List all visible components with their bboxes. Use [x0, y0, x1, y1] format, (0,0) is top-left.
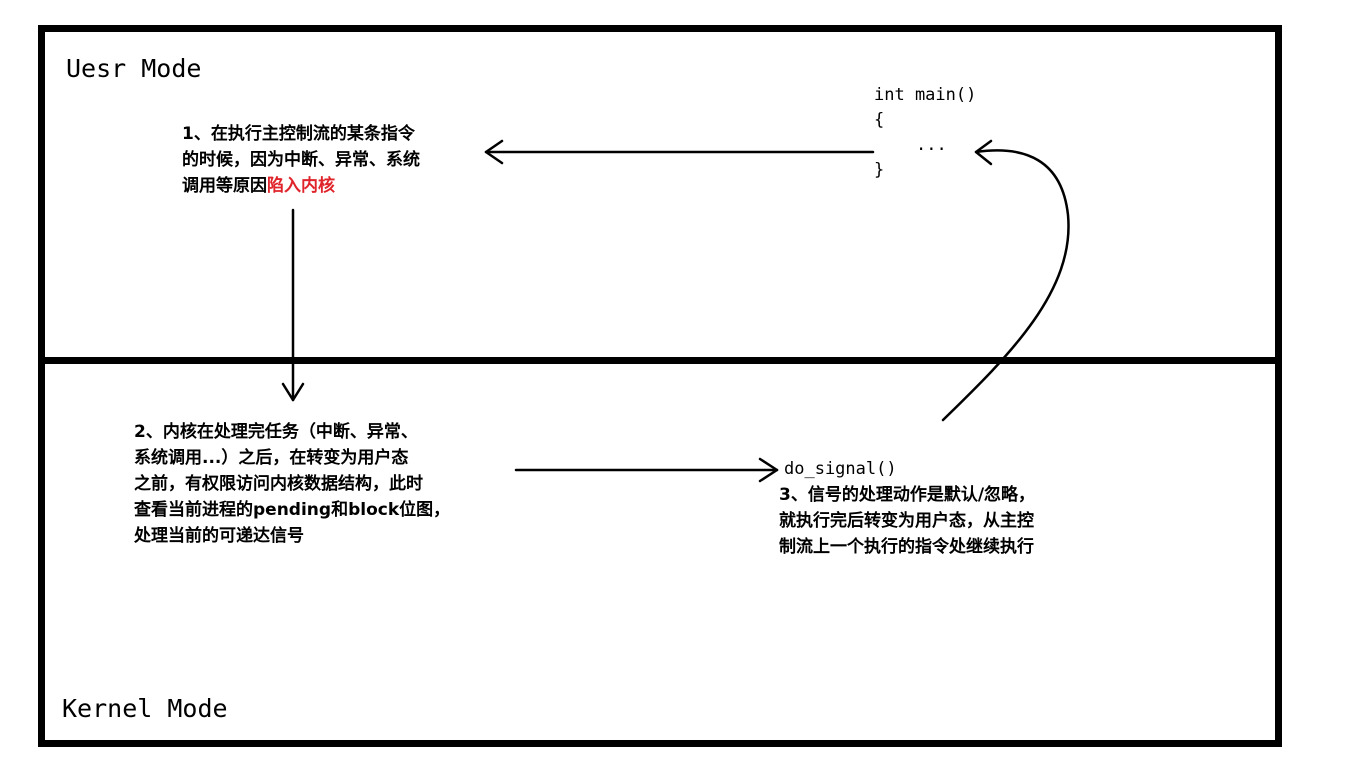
- main-code-block: int main() { ... }: [874, 83, 976, 183]
- code-line-close-brace: }: [874, 160, 885, 180]
- step1-highlight-trap-kernel: 陷入内核: [267, 176, 335, 196]
- arrow-step1-to-step2: [281, 208, 305, 402]
- step3-text: 3、信号的处理动作是默认/忽略， 就执行完后转变为用户态，从主控 制流上一个执行…: [779, 482, 1119, 560]
- step1-line2: 的时候，因为中断、异常、系统: [182, 150, 420, 170]
- mode-divider: [38, 357, 1282, 364]
- step3-line3: 制流上一个执行的指令处继续执行: [779, 537, 1034, 557]
- step2-text: 2、内核在处理完任务（中断、异常、 系统调用...）之后，在转变为用户态 之前，…: [134, 419, 514, 549]
- arrow-do-signal-to-main: [941, 139, 1070, 422]
- step1-line3: 调用等原因陷入内核: [182, 173, 492, 199]
- step2-line2: 系统调用...）之后，在转变为用户态: [134, 448, 409, 468]
- step3-line1: 3、信号的处理动作是默认/忽略，: [779, 485, 1036, 505]
- code-line-open-brace: {: [874, 110, 885, 130]
- do-signal-label: do_signal(): [784, 459, 897, 479]
- diagram-frame: [38, 25, 1282, 747]
- arrow-step2-to-do-signal: [514, 457, 779, 483]
- step2-line4: 查看当前进程的pending和block位图，: [134, 500, 451, 520]
- step3-line2: 就执行完后转变为用户态，从主控: [779, 511, 1034, 531]
- step2-line1: 2、内核在处理完任务（中断、异常、: [134, 422, 418, 442]
- step2-line3: 之前，有权限访问内核数据结构，此时: [134, 474, 423, 494]
- step1-text: 1、在执行主控制流的某条指令 的时候，因为中断、异常、系统 调用等原因陷入内核: [182, 121, 492, 199]
- arrow-main-to-step1: [484, 139, 875, 165]
- code-line-ellipsis: ...: [916, 135, 947, 155]
- step2-line5: 处理当前的可递达信号: [134, 526, 304, 546]
- step1-line3-prefix: 调用等原因: [182, 176, 267, 196]
- user-mode-label: Uesr Mode: [66, 54, 202, 83]
- step1-line1: 1、在执行主控制流的某条指令: [182, 124, 415, 144]
- code-line-main: int main(): [874, 85, 977, 105]
- kernel-mode-label: Kernel Mode: [62, 694, 228, 723]
